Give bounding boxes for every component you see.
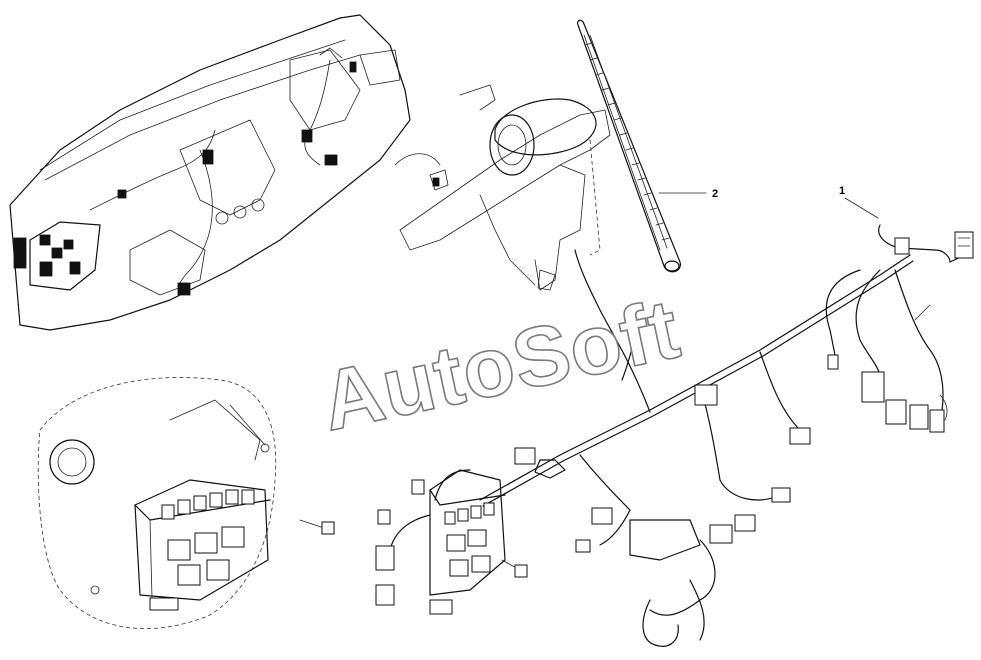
watermark: AutoSoft — [313, 280, 689, 449]
callout-2-label: 2 — [712, 188, 718, 200]
fuse-box-assembly — [37, 377, 335, 630]
cable-tie-strap — [577, 19, 681, 273]
callout-1-label: 1 — [839, 185, 845, 197]
dashboard-assembly — [9, 14, 411, 331]
main-wiring-harness — [375, 224, 974, 647]
watermark-text: AutoSoft — [313, 281, 687, 448]
callout-leaders — [658, 192, 879, 219]
callout-1-leader — [844, 197, 879, 219]
steering-column-assembly — [394, 84, 611, 291]
